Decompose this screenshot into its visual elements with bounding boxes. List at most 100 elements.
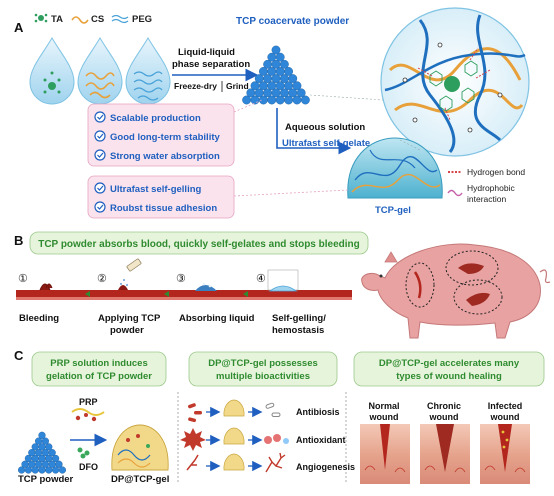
dfo-label: DFO (79, 462, 98, 472)
check-icon (94, 182, 106, 194)
box1-line2: gelation of TCP powder (46, 371, 152, 382)
step-4-label-2: hemostasis (272, 325, 324, 336)
dp-gel-dome (111, 424, 169, 471)
dp-gel-label: DP@TCP-gel (111, 474, 169, 485)
panel-b-label: B (14, 233, 23, 248)
hydrophobic-label-2: interaction (467, 194, 506, 204)
panel-c-box-2 (188, 351, 338, 387)
gel-icon (223, 453, 245, 471)
wound-1-title-1: Normal (368, 401, 399, 411)
pig-ear (384, 251, 398, 263)
step-1-label: Bleeding (19, 313, 59, 324)
chronic-wound-tissue (420, 424, 470, 484)
box2-line2: multiple bioactivities (216, 371, 310, 382)
droplet-peg (125, 37, 171, 105)
tissue-strip (16, 290, 352, 300)
panel-c-box-1 (31, 351, 167, 387)
step-4-number: ④ (256, 273, 266, 285)
powder-particle (51, 454, 60, 463)
powder-particle (58, 466, 67, 474)
panel-b-banner-text: TCP powder absorbs blood, quickly self-g… (38, 239, 360, 250)
infected-wound-tissue (480, 424, 530, 484)
step-2-label-2: powder (110, 325, 144, 336)
tcp-powder-label: TCP powder (18, 474, 74, 485)
box1-line1: PRP solution induces (50, 358, 147, 369)
powder-particle (38, 431, 46, 439)
applying-powder-icon (118, 258, 142, 290)
cs-label: CS (91, 14, 104, 25)
step-arrows (85, 291, 248, 297)
panel-a-label: A (14, 20, 24, 35)
step-2-label-1: Applying TCP (98, 313, 161, 324)
dead-bacteria-icon (265, 402, 281, 417)
powder-particle (41, 437, 50, 445)
bleeding-wound-icon (39, 283, 53, 291)
ta-icon (34, 13, 48, 23)
powder-particle (271, 45, 281, 55)
powder-particle (45, 443, 53, 451)
powder-particle (292, 81, 302, 91)
feature-top-connector (233, 99, 263, 113)
feature-5: Roubst tissue adhesion (110, 203, 217, 214)
prp-icon (71, 408, 105, 422)
wound-2-title-2: wound (429, 412, 459, 422)
feature-4: Ultrafast self-gelling (110, 184, 202, 195)
antioxidant-label: Antioxidant (296, 435, 346, 445)
powder-particle (288, 74, 298, 83)
dfo-icon (77, 447, 90, 459)
component-legend: TA CS PEG (34, 13, 152, 25)
gel-icon (223, 399, 245, 417)
absorbing-liquid-icon (195, 282, 217, 291)
powder-particle (275, 52, 285, 62)
interaction-legend: Hydrogen bond Hydrophobic interaction (447, 167, 525, 204)
normal-wound-tissue (360, 424, 410, 484)
wound-site-2 (445, 250, 499, 286)
feature-2: Good long-term stability (110, 132, 220, 143)
molecular-zoom (380, 7, 530, 157)
panel-c-box-3 (353, 351, 545, 387)
angiogenesis-label: Angiogenesis (296, 462, 355, 472)
vessel-icon (186, 454, 199, 471)
hydrogen-bond-label: Hydrogen bond (467, 167, 525, 177)
new-vessels-icon (265, 452, 286, 473)
aqueous-label: Aqueous solution (285, 122, 365, 133)
wound-2-title-1: Chronic (427, 401, 461, 411)
check-icon (94, 111, 106, 123)
wound-site-3 (453, 279, 503, 315)
step-1-number: ① (18, 273, 28, 285)
panel-b: B TCP powder absorbs blood, quickly self… (14, 231, 551, 339)
bacteria-icon (188, 403, 202, 423)
droplet-ta (29, 37, 75, 105)
powder-particle (55, 460, 63, 468)
hydrophobic-icon (447, 189, 463, 197)
process-title-2: phase separation (172, 59, 250, 70)
powder-particle (300, 95, 310, 105)
neutralized-ros-icon (264, 434, 289, 444)
feature-bottom-connector (233, 189, 349, 197)
feature-box-bottom: Ultrafast self-gelling Roubst tissue adh… (87, 175, 235, 219)
powder-particle (284, 67, 293, 76)
wound-3-title-1: Infected (488, 401, 523, 411)
step-4-label-1: Self-gelling/ (272, 313, 326, 324)
zoom-connector (309, 94, 384, 101)
step-3-number: ③ (176, 273, 186, 285)
gel-hemostasis-icon (267, 269, 299, 292)
pig-tail (539, 269, 551, 284)
cs-icon (71, 16, 89, 24)
grind-label: Grind (226, 81, 249, 91)
tcp-gel-dome (347, 137, 443, 199)
check-icon (94, 201, 106, 213)
step-2-number: ② (97, 273, 107, 285)
panel-a: A TA CS PEG (14, 7, 530, 219)
tcp-powder-small (18, 431, 67, 474)
tcp-powder-pile (242, 45, 310, 105)
feature-3: Strong water absorption (110, 151, 220, 162)
powder-title: TCP coacervate powder (236, 16, 349, 27)
pig-eye (379, 274, 383, 278)
ta-label: TA (51, 14, 63, 25)
process-title-1: Liquid-liquid (178, 47, 235, 58)
self-gelate-label: Ultrafast self-gelate (282, 138, 370, 149)
peg-label: PEG (132, 14, 152, 25)
